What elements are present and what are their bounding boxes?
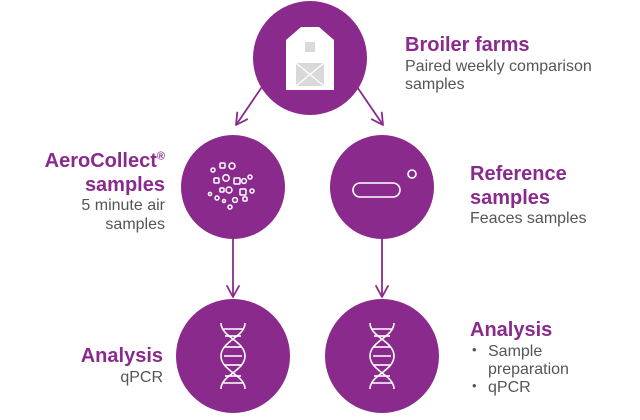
node-reference xyxy=(330,135,434,239)
node-analysis-right xyxy=(325,299,439,413)
registered-mark: ® xyxy=(156,150,165,163)
node-aerocollect xyxy=(181,135,285,239)
label-reference: Reference samples Feaces samples xyxy=(470,163,635,229)
label-analysis-left: Analysis qPCR xyxy=(0,345,163,387)
reference-subtitle: Feaces samples xyxy=(470,210,587,228)
analysis-right-title: Analysis xyxy=(470,319,553,341)
label-aerocollect: AeroCollect® samples 5 minute air sample… xyxy=(0,150,165,235)
analysis-left-title: Analysis xyxy=(80,345,163,367)
aerocollect-title: AeroCollect xyxy=(44,150,157,172)
reference-title: Reference samples xyxy=(470,163,567,209)
list-item: qPCR xyxy=(470,379,600,397)
node-analysis-left xyxy=(176,299,290,413)
broiler-subtitle: Paired weekly comparison samples xyxy=(405,57,592,94)
analysis-right-list: Sample preparation qPCR xyxy=(470,343,600,398)
swab-tube-icon xyxy=(352,169,417,198)
broiler-title: Broiler farms xyxy=(405,34,530,56)
analysis-left-subtitle: qPCR xyxy=(120,368,163,386)
aerocollect-title-line2: samples xyxy=(84,173,165,196)
particles-icon xyxy=(207,162,255,210)
list-item: Sample preparation xyxy=(470,343,600,380)
dna-icon xyxy=(220,322,246,390)
barn-icon xyxy=(286,27,334,90)
node-broiler-farms xyxy=(253,1,367,115)
aerocollect-subtitle: 5 minute air samples xyxy=(81,197,165,234)
label-broiler-farms: Broiler farms Paired weekly comparison s… xyxy=(405,34,635,95)
label-analysis-right: Analysis Sample preparation qPCR xyxy=(470,319,635,398)
dna-icon xyxy=(369,322,395,390)
